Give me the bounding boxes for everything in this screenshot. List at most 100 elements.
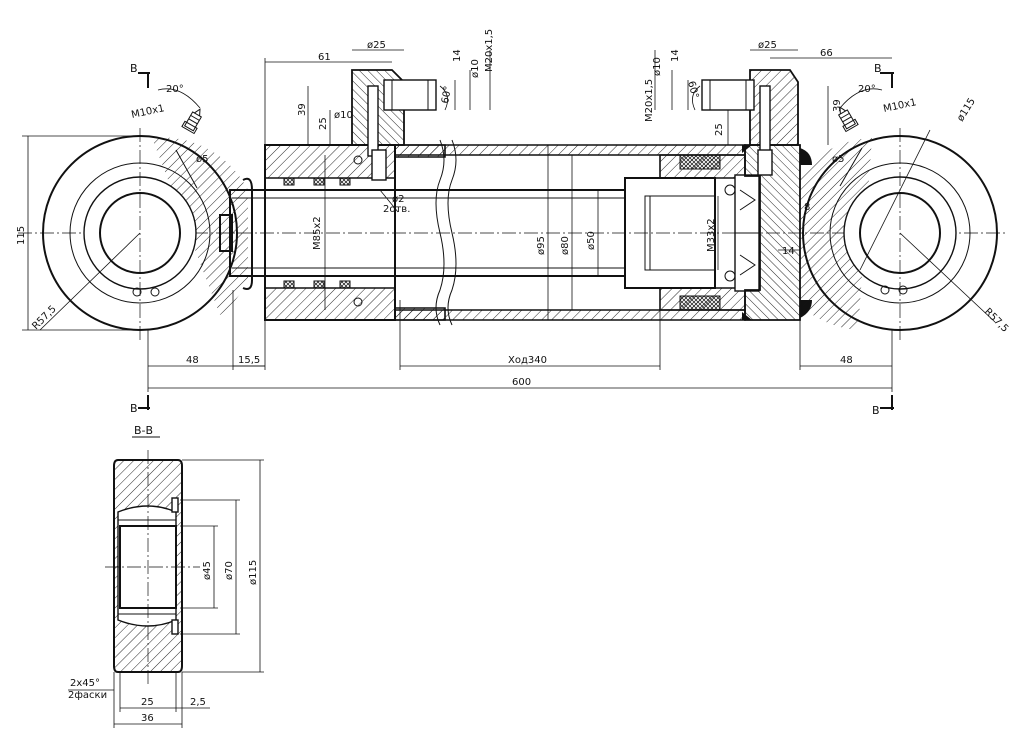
- left-head: [264, 144, 446, 321]
- right-grease-fitting: [837, 106, 859, 133]
- piston: [624, 154, 760, 311]
- section-chamfer: 2x45°: [70, 678, 100, 689]
- angle-arc-20-right: [839, 88, 883, 109]
- section-mark-tr: [880, 72, 894, 88]
- dim-14: 14: [782, 246, 795, 257]
- dim-thread-piston: M33x2: [706, 218, 717, 252]
- section-width-2-5: 2,5: [190, 697, 206, 708]
- break-line-1: [435, 139, 445, 326]
- left-snap-ring-hole-1: [132, 287, 142, 297]
- dim-fitting-left: M10x1: [130, 103, 165, 121]
- main-view: В В В В: [16, 29, 1010, 417]
- seal-2: [313, 177, 325, 186]
- left-weld: [242, 177, 253, 290]
- seal-4: [283, 280, 295, 289]
- oring-bottom: [353, 297, 363, 307]
- dim-angle-20-right: 20°: [858, 84, 876, 95]
- dim-d10-left-top: ø10: [470, 59, 481, 78]
- section-width-36: 36: [141, 713, 154, 724]
- dim-48-right: 48: [840, 355, 853, 366]
- left-snap-ring-hole-2: [150, 287, 160, 297]
- dim-d5-left: ø5: [196, 154, 208, 165]
- right-weld-top: [800, 148, 812, 165]
- dim-d25-left: ø25: [367, 40, 386, 51]
- dim-14-right: 14: [670, 49, 681, 62]
- right-eye: [800, 106, 998, 340]
- left-eye-hatch: [152, 137, 248, 315]
- section-ring-bottom: [171, 619, 179, 635]
- left-port-block: [351, 69, 437, 181]
- dim-angle-60-left: 60°: [440, 85, 454, 104]
- section-letter-br: В: [872, 404, 880, 417]
- dim-d25-right: ø25: [758, 40, 777, 51]
- section-d115: ø115: [248, 560, 259, 585]
- main-dimension-texts: ø25 61 14 ø10 M20x1,5 39 25 ø10 60° ø2 2…: [16, 29, 1010, 388]
- right-port-channel: [759, 85, 771, 157]
- dim-14-left: 14: [452, 49, 463, 62]
- section-d45: ø45: [202, 561, 213, 580]
- left-port-fitting: [383, 79, 437, 111]
- seal-3: [339, 177, 351, 186]
- angle-arc-60-right: [692, 85, 701, 111]
- dim-thread-left: M20x1,5: [484, 29, 495, 72]
- section-mark-br: [880, 395, 894, 410]
- left-radius-leader: [39, 232, 141, 331]
- dim-d95: ø95: [536, 236, 547, 255]
- dim-d10-right-top: ø10: [652, 57, 663, 76]
- section-markers: В В В В: [130, 62, 894, 417]
- seal-6: [339, 280, 351, 289]
- dim-25-left: 25: [318, 117, 329, 130]
- dim-thread-right: M20x1,5: [644, 79, 655, 122]
- dim-d5-right: ø5: [832, 154, 844, 165]
- hole-leader: [379, 189, 399, 213]
- dim-radius-left: R57,5: [30, 304, 58, 332]
- dim-height-115: 115: [16, 226, 27, 245]
- barrel-weld: [742, 312, 752, 320]
- section-width-25: 25: [141, 697, 154, 708]
- seal-1: [283, 177, 295, 186]
- section-ring-top: [171, 497, 179, 513]
- right-snap-ring-hole-2: [898, 285, 908, 295]
- section-letter-tl: В: [130, 62, 138, 75]
- right-port-nipple: [757, 149, 773, 176]
- dim-d10-left: ø10: [334, 110, 353, 121]
- section-view: В-В ø45 ø70 ø115 2x45° 2ф: [68, 424, 264, 728]
- dim-66: 66: [820, 48, 833, 59]
- seal-5: [313, 280, 325, 289]
- section-letter-tr: В: [874, 62, 882, 75]
- dim-d80: ø80: [560, 236, 571, 255]
- left-port-channel: [367, 85, 379, 157]
- dim-fitting-right: M10x1: [882, 97, 917, 115]
- section-title: В-В: [134, 424, 153, 437]
- rod-end-stub: [219, 214, 233, 252]
- barrel-hatch-top: [394, 144, 746, 156]
- break-line-2: [447, 139, 457, 326]
- barrel: [394, 139, 746, 326]
- dim-d50: ø50: [586, 231, 597, 250]
- dim-stroke: Ход340: [508, 355, 547, 366]
- nut-detail: [735, 189, 759, 276]
- dim-25-right: 25: [714, 123, 725, 136]
- section-chamfer-count: 2фаски: [68, 690, 107, 701]
- dim-total-600: 600: [512, 377, 531, 388]
- dim-hole-d2: ø2: [392, 194, 404, 205]
- section-mark-tl: [138, 72, 150, 88]
- oring-top: [353, 155, 363, 165]
- dim-angle-20-left: 20°: [166, 84, 184, 95]
- right-port-fitting: [701, 79, 755, 111]
- right-grease-channel: [839, 147, 863, 187]
- left-grease-fitting: [181, 108, 203, 135]
- right-snap-ring-hole-1: [880, 285, 890, 295]
- section-letter-bl: В: [130, 402, 138, 415]
- angle-arc-60-left: [439, 85, 448, 111]
- dim-radius-right: R57,5: [982, 306, 1010, 334]
- angle-arc-20-left: [157, 88, 201, 109]
- dim-48-left: 48: [186, 355, 199, 366]
- section-mark-bl: [138, 395, 150, 410]
- piston-bore: [644, 195, 716, 271]
- dim-thread-rod: M85x2: [312, 216, 323, 250]
- dim-holes-count: 2отв.: [383, 204, 410, 215]
- dim-8: 8: [804, 202, 810, 213]
- barrel-weld-top: [742, 145, 752, 153]
